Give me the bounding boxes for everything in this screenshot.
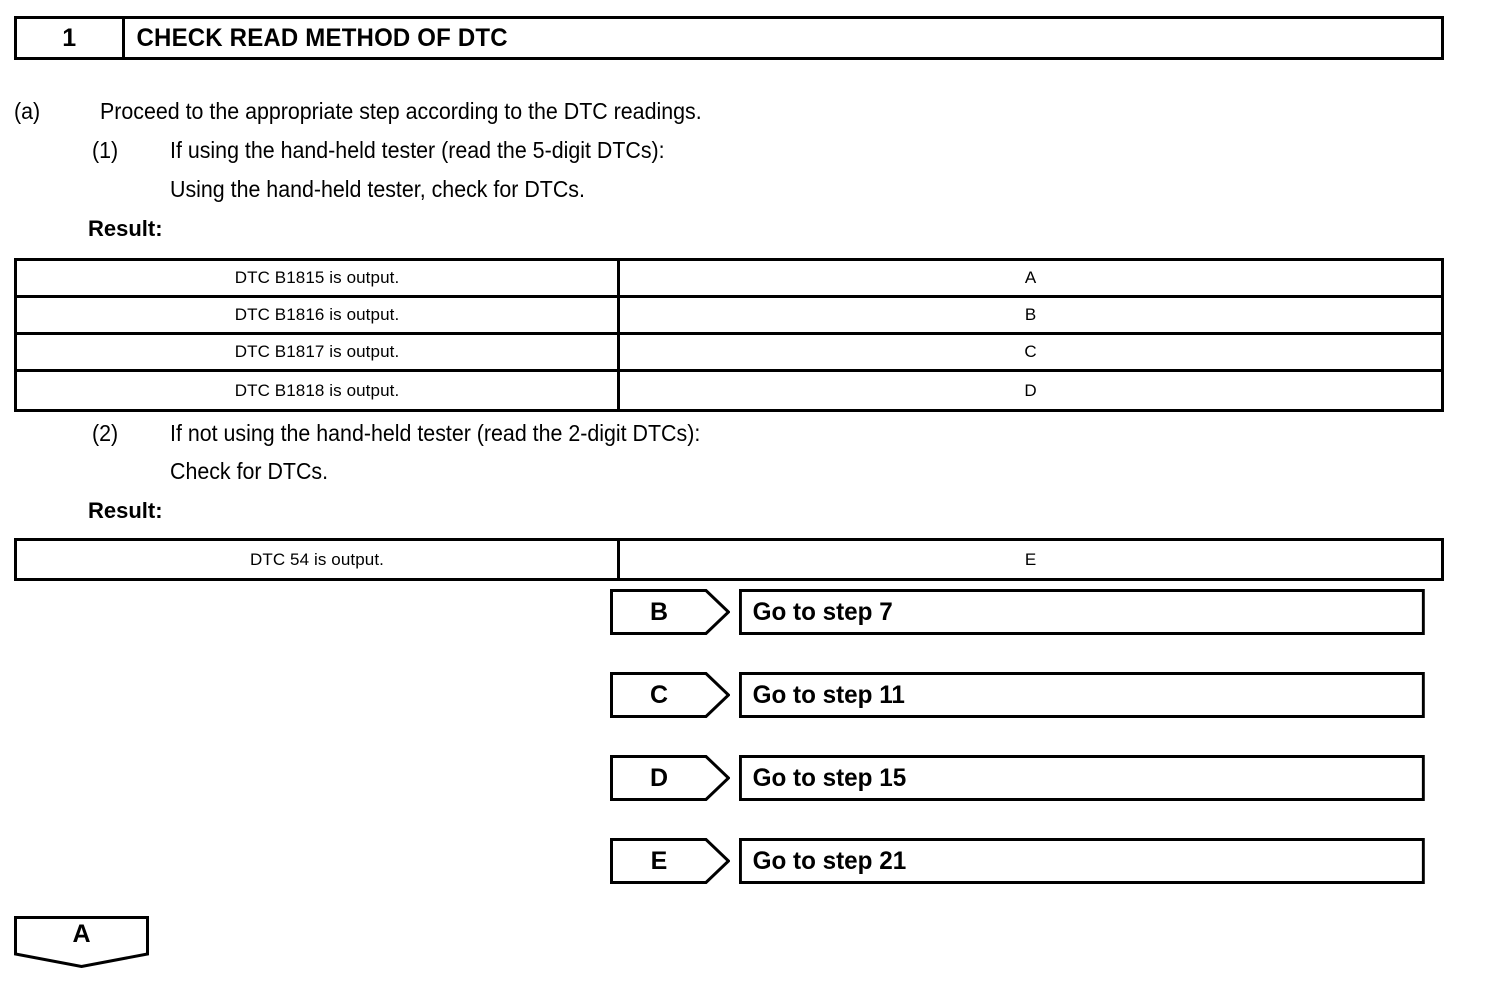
table-cell-result: D <box>1024 380 1037 400</box>
branch-tag-c: C <box>610 672 730 718</box>
table-cell-result: B <box>1024 305 1037 324</box>
table-cell-condition: DTC B1816 is output. <box>17 298 620 332</box>
branch-tag-letter: C <box>649 680 669 709</box>
branch-tag-letter: D <box>649 763 669 792</box>
branch-tag-letter: E <box>650 846 668 875</box>
result-table-1: DTC B1815 is output. A DTC B1816 is outp… <box>14 258 1444 412</box>
table-cell-condition: DTC B1818 is output. <box>17 372 620 409</box>
step-number: 1 <box>17 19 125 57</box>
table-cell-result: C <box>1024 342 1037 361</box>
goto-step-row[interactable]: D Go to step 15 <box>610 755 1446 801</box>
goto-step-row[interactable]: E Go to step 21 <box>610 838 1446 884</box>
table-row: DTC B1815 is output. A <box>17 261 1441 298</box>
sub-item-2-marker: (2) <box>92 420 119 446</box>
goto-step-row[interactable]: C Go to step 11 <box>610 672 1446 718</box>
result-table-2: DTC 54 is output. E <box>14 538 1444 581</box>
table-cell-result: E <box>1024 549 1037 569</box>
item-a-marker: (a) <box>14 98 41 124</box>
sub-item-1-line-1: If using the hand-held tester (read the … <box>170 137 665 163</box>
result-label-2: Result: <box>88 498 163 523</box>
table-row: DTC B1817 is output. C <box>17 335 1441 372</box>
sub-item-2-line-1: If not using the hand-held tester (read … <box>170 420 701 446</box>
table-cell-condition: DTC 54 is output. <box>17 541 620 578</box>
branch-tag-letter: B <box>649 597 669 626</box>
result-label-1: Result: <box>88 216 163 241</box>
branch-tag-b: B <box>610 589 730 635</box>
table-row: DTC B1818 is output. D <box>17 372 1441 409</box>
branch-tag-letter: A <box>72 920 91 948</box>
goto-step-label[interactable]: Go to step 7 <box>739 589 1425 635</box>
sub-item-1-marker: (1) <box>92 137 119 163</box>
goto-step-row[interactable]: B Go to step 7 <box>610 589 1446 635</box>
table-row: DTC 54 is output. E <box>17 541 1441 578</box>
pentagon-arrow-icon <box>610 755 730 801</box>
step-title: CHECK READ METHOD OF DTC <box>136 23 508 52</box>
step-header-bar: 1 CHECK READ METHOD OF DTC <box>14 16 1444 60</box>
pentagon-arrow-icon <box>610 838 730 884</box>
table-cell-result: A <box>1024 268 1037 287</box>
pentagon-arrow-icon <box>610 589 730 635</box>
item-a-text: Proceed to the appropriate step accordin… <box>100 98 702 124</box>
goto-step-label[interactable]: Go to step 21 <box>739 838 1425 884</box>
branch-tag-e: E <box>610 838 730 884</box>
branch-tag-d: D <box>610 755 730 801</box>
table-cell-condition: DTC B1815 is output. <box>17 261 620 295</box>
goto-step-label[interactable]: Go to step 11 <box>739 672 1425 718</box>
branch-continuation-tag-a: A <box>14 916 149 968</box>
sub-item-1-line-2: Using the hand-held tester, check for DT… <box>170 176 585 202</box>
table-cell-condition: DTC B1817 is output. <box>17 335 620 369</box>
pentagon-arrow-icon <box>610 672 730 718</box>
banner-down-pointer-icon <box>14 916 149 968</box>
goto-step-label[interactable]: Go to step 15 <box>739 755 1425 801</box>
table-row: DTC B1816 is output. B <box>17 298 1441 335</box>
sub-item-2-line-2: Check for DTCs. <box>170 458 329 484</box>
